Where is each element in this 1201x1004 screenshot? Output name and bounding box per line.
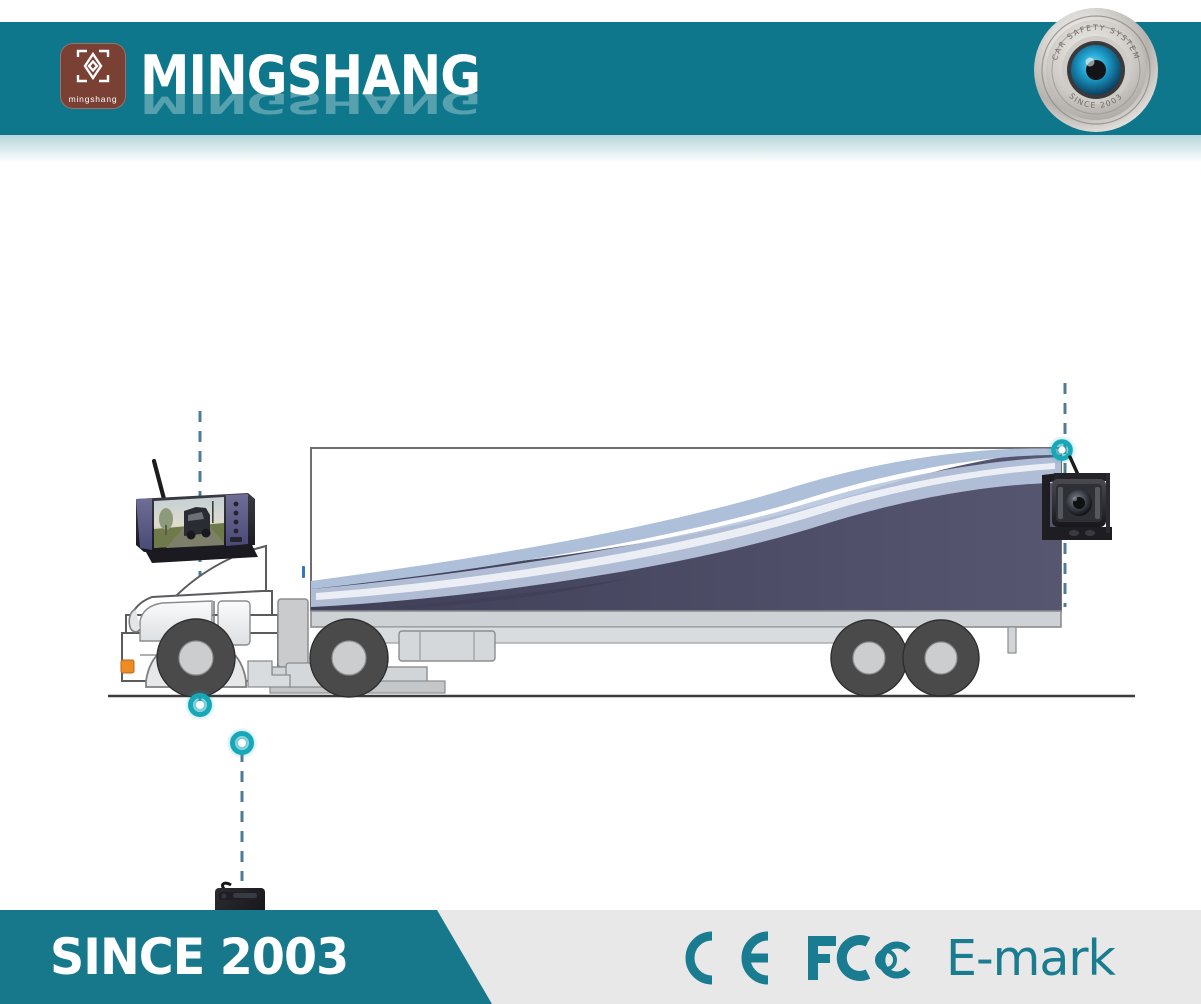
header-bar [0, 22, 1201, 135]
ce-mark-icon [685, 931, 769, 985]
monitor-antenna-icon [151, 458, 167, 502]
node-cab-rear [226, 727, 258, 759]
rear-wireless-camera-device[interactable] [1030, 453, 1130, 548]
mingshang-diamond-glyph [76, 49, 110, 83]
brand-block: mingshang MINGSHANG [60, 43, 510, 109]
footer-bar: SINCE 2003 [0, 910, 1201, 1004]
certification-marks: E-mark [668, 928, 1116, 988]
camera-ir-leds [1058, 487, 1100, 519]
header-reflection-gradient [0, 135, 1201, 163]
since-banner-shape [0, 910, 492, 1004]
wireless-monitor-device[interactable] [122, 453, 277, 578]
emark-label: E-mark [946, 929, 1116, 987]
monitor-buttons [230, 501, 242, 542]
system-diagram [0, 163, 1201, 955]
logo-mark-label: mingshang [68, 94, 118, 104]
trailer-body [310, 447, 1062, 612]
connection-nodes [184, 435, 1077, 759]
tractor-tank-box [398, 630, 496, 662]
diagram-canvas [108, 383, 1135, 881]
trailer-wheels [830, 619, 980, 697]
fcc-mark-icon [808, 935, 911, 981]
dvr-led [221, 893, 227, 899]
mingshang-diamond-icon: mingshang [60, 43, 126, 109]
node-cab-window [184, 689, 216, 721]
tractor-wheels [156, 618, 389, 698]
since-2003-label: SINCE 2003 [50, 928, 349, 986]
car-safety-system-lens-badge-icon: CAR SAFETY SYSTEM SINCE 2003 [1034, 8, 1158, 132]
brand-wordmark: MINGSHANG [140, 44, 481, 107]
camera-bracket-holes [1069, 530, 1095, 536]
monitor-screen-icon [154, 497, 224, 548]
